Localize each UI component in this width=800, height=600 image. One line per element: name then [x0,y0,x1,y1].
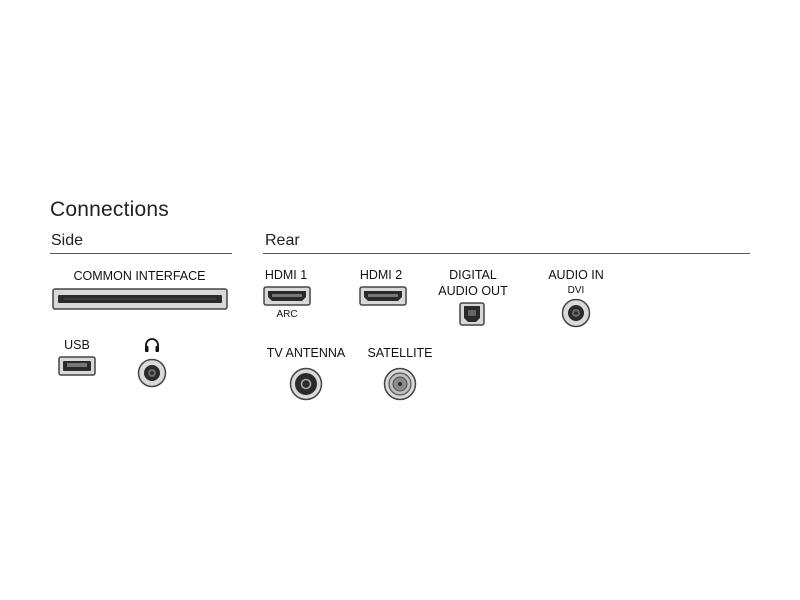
digital-audio-out-label-line1: DIGITAL [449,268,497,282]
page-title: Connections [50,198,169,221]
common-interface-label: COMMON INTERFACE [73,269,206,283]
audio-in-sub-label: DVI [567,285,585,296]
satellite-port-icon [383,367,417,401]
rear-section-title: Rear [265,232,300,249]
side-section-title: Side [51,232,84,249]
audio-jack-icon [137,358,167,388]
usb-port-icon [58,356,96,376]
rear-divider [263,253,750,254]
optical-port-icon [459,302,485,326]
side-divider [50,253,232,254]
hdmi-port-icon [359,286,407,306]
common-interface-slot-icon [52,288,228,310]
hdmi2-label: HDMI 2 [359,268,403,282]
headphone-icon [145,338,159,352]
hdmi1-label: HDMI 1 [264,268,308,282]
antenna-port-icon [289,367,323,401]
audio-jack-icon [561,298,591,328]
tv-antenna-label: TV ANTENNA [266,346,346,360]
digital-audio-out-label-line2: AUDIO OUT [438,284,508,298]
audio-in-label: AUDIO IN [548,268,604,282]
hdmi1-sub-label: ARC [276,309,298,320]
usb-label: USB [64,338,90,352]
satellite-label: SATELLITE [367,346,433,360]
hdmi-port-icon [263,286,311,306]
